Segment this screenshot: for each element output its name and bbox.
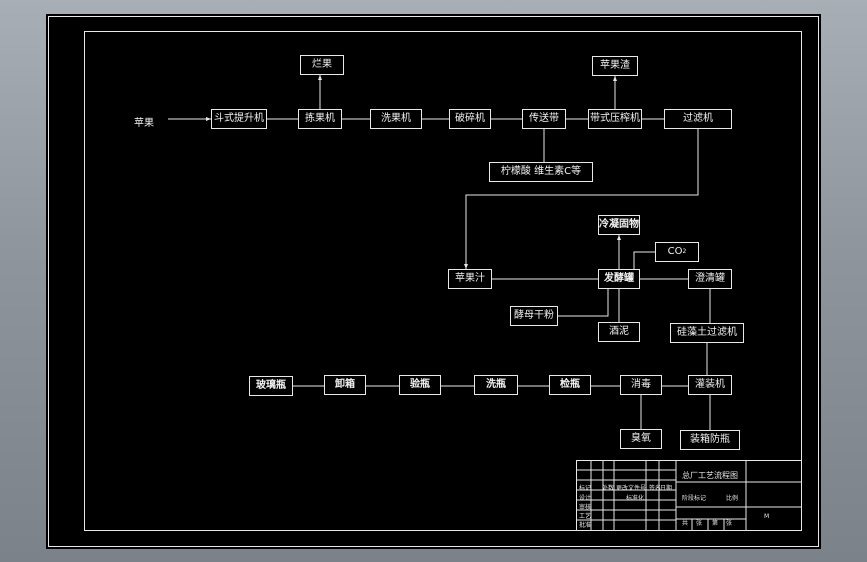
arrow-to-elevator xyxy=(206,117,211,121)
belt-press-node[interactable]: 带式压榨机 xyxy=(588,109,642,129)
tb-total: 共 xyxy=(682,520,689,527)
conveyor-node[interactable]: 传送带 xyxy=(522,109,566,129)
clear-tank-node[interactable]: 澄清罐 xyxy=(688,269,732,289)
outer-frame xyxy=(48,16,819,547)
drawing-sheet: 苹果 斗式提升机 拣果机 烂果 洗果机 破碎机 传送带 柠檬酸 维生素C等 带式… xyxy=(46,14,821,549)
ozone-node[interactable]: 臭氧 xyxy=(620,429,662,449)
glass-bottle-node[interactable]: 玻璃瓶 xyxy=(249,376,293,396)
tb-count: 处数 xyxy=(602,485,615,492)
drawing-title: 总厂工艺流程图 xyxy=(682,471,738,480)
tb-stage-mark: 阶段标记 xyxy=(682,495,707,502)
inner-frame xyxy=(84,31,802,531)
co2-subscript: 2 xyxy=(682,248,687,255)
apple-input-label: 苹果 xyxy=(134,118,154,129)
tb-standard: 标准化 xyxy=(626,495,645,502)
tb-change-doc: 更改文件号 xyxy=(616,485,647,492)
tb-review: 审核 xyxy=(579,504,592,511)
lees-node[interactable]: 酒泥 xyxy=(598,322,640,342)
cooling-solids-node[interactable]: 冷凝固物 xyxy=(598,215,640,235)
line-yeast-fermenter xyxy=(558,289,609,317)
yeast-node[interactable]: 酵母干粉 xyxy=(510,306,558,326)
apple-juice-node[interactable]: 苹果汁 xyxy=(448,269,492,289)
tb-scale: 比例 xyxy=(726,495,739,502)
bottle-wash-node[interactable]: 洗瓶 xyxy=(474,375,518,395)
arrow-to-juice xyxy=(464,264,468,269)
filter-node[interactable]: 过滤机 xyxy=(664,109,732,129)
crusher-node[interactable]: 破碎机 xyxy=(449,109,491,129)
tb-design: 设计 xyxy=(579,495,592,502)
bottle-inspect-node[interactable]: 验瓶 xyxy=(399,375,441,395)
arrow-to-cooling xyxy=(617,235,621,240)
process-flow-lines xyxy=(48,16,819,547)
tb-process: 工艺 xyxy=(579,513,592,520)
labeling-node[interactable]: 装箱防瓶 xyxy=(680,430,740,450)
line-filter-juice xyxy=(465,129,699,269)
title-block-frame xyxy=(576,460,802,531)
line-fermenter-co2 xyxy=(633,251,655,269)
rotten-fruit-node[interactable]: 烂果 xyxy=(300,55,344,75)
washer-node[interactable]: 洗果机 xyxy=(370,109,422,129)
bottle-check-node[interactable]: 检瓶 xyxy=(549,375,591,395)
fermenter-node[interactable]: 发酵罐 xyxy=(598,269,640,289)
co2-label: CO xyxy=(667,246,683,257)
sorter-node[interactable]: 拣果机 xyxy=(298,109,342,129)
tb-number: 第 xyxy=(712,520,719,527)
tb-mark: 标记 xyxy=(579,485,592,492)
sterilize-node[interactable]: 消毒 xyxy=(620,375,662,395)
filler-node[interactable]: 灌装机 xyxy=(688,375,732,395)
unboxing-node[interactable]: 卸箱 xyxy=(324,375,366,395)
arrow-to-rotten xyxy=(318,75,322,80)
tb-sign: 签名 xyxy=(649,485,662,492)
tb-sheet: 张 xyxy=(726,520,733,527)
additives-node[interactable]: 柠檬酸 维生素C等 xyxy=(489,162,593,182)
tb-approve: 批准 xyxy=(579,522,592,529)
diatomite-filter-node[interactable]: 硅藻土过滤机 xyxy=(670,323,744,343)
arrow-to-pomace xyxy=(613,76,617,81)
tb-date: 日期 xyxy=(660,485,673,492)
pomace-node[interactable]: 苹果渣 xyxy=(592,56,638,76)
bucket-elevator-node[interactable]: 斗式提升机 xyxy=(211,109,267,129)
tb-code: M xyxy=(764,513,770,520)
tb-sheets: 张 xyxy=(696,520,703,527)
